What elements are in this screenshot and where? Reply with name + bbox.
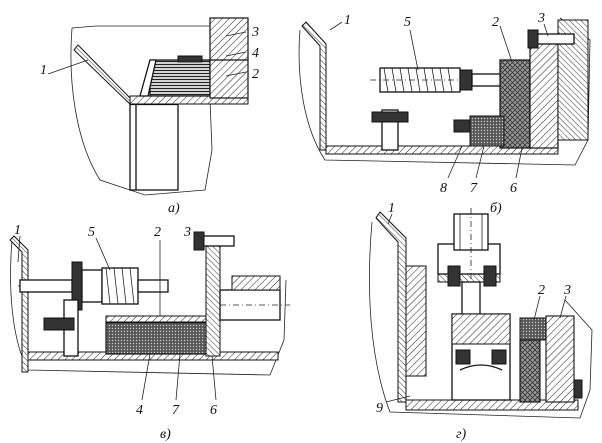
callout-g-9: 9: [376, 401, 383, 416]
block-3-g: [545, 315, 575, 403]
callout-v-3: 3: [183, 225, 191, 240]
caption-a: а): [168, 201, 180, 216]
callout-g-3: 3: [563, 283, 571, 298]
block-6-v: [205, 245, 221, 357]
panel-b-outline: [298, 17, 591, 166]
callout-b-6: 6: [510, 181, 517, 196]
bolt-head-g: [453, 213, 489, 251]
block-2-b: [499, 59, 531, 149]
callout-v-5: 5: [88, 225, 95, 240]
callout-a-3: 3: [251, 25, 259, 40]
callout-b-8: 8: [440, 181, 447, 196]
callout-v-6: 6: [210, 403, 217, 418]
callout-b-7: 7: [470, 181, 478, 196]
block-6-b: [529, 39, 559, 149]
callout-g-2: 2: [538, 283, 545, 298]
callout-v-1: 1: [14, 223, 21, 238]
callout-g-1: 1: [388, 201, 395, 216]
plate-1-b: [301, 21, 327, 151]
panel-v-outline: [10, 239, 287, 376]
callout-b-2: 2: [492, 15, 499, 30]
block-2-g: [519, 339, 541, 403]
block-7-v: [105, 321, 217, 355]
callout-b-3: 3: [537, 11, 545, 26]
panel-b: 1 5 2 3 8 7 6 б): [298, 11, 591, 216]
callout-b-1: 1: [344, 13, 351, 28]
callout-v-4: 4: [136, 403, 143, 418]
callout-a-1: 1: [40, 63, 47, 78]
body-a: [129, 103, 179, 191]
panel-a: 1 3 4 2 а): [40, 17, 259, 216]
callout-v-7: 7: [172, 403, 180, 418]
panel-g-outline: [369, 221, 593, 419]
caption-g: г): [456, 427, 466, 442]
panel-v: 1 5 2 3 4 7 6 в): [9, 223, 290, 442]
plate-1-g: [375, 211, 407, 403]
panel-a-outline: [70, 27, 213, 196]
callout-a-4: 4: [252, 46, 259, 61]
block-7-b: [469, 115, 505, 147]
block-4-a: [149, 59, 211, 97]
caption-v: в): [160, 427, 171, 442]
plate-1-a: [73, 44, 133, 108]
caption-b: б): [490, 201, 502, 216]
block-3-a: [209, 17, 249, 99]
callout-a-2: 2: [252, 67, 259, 82]
callout-b-5: 5: [404, 15, 411, 30]
panel-g: 1 2 3 9 г): [369, 201, 593, 442]
callout-v-2: 2: [154, 225, 161, 240]
plate-1-v: [9, 235, 29, 373]
